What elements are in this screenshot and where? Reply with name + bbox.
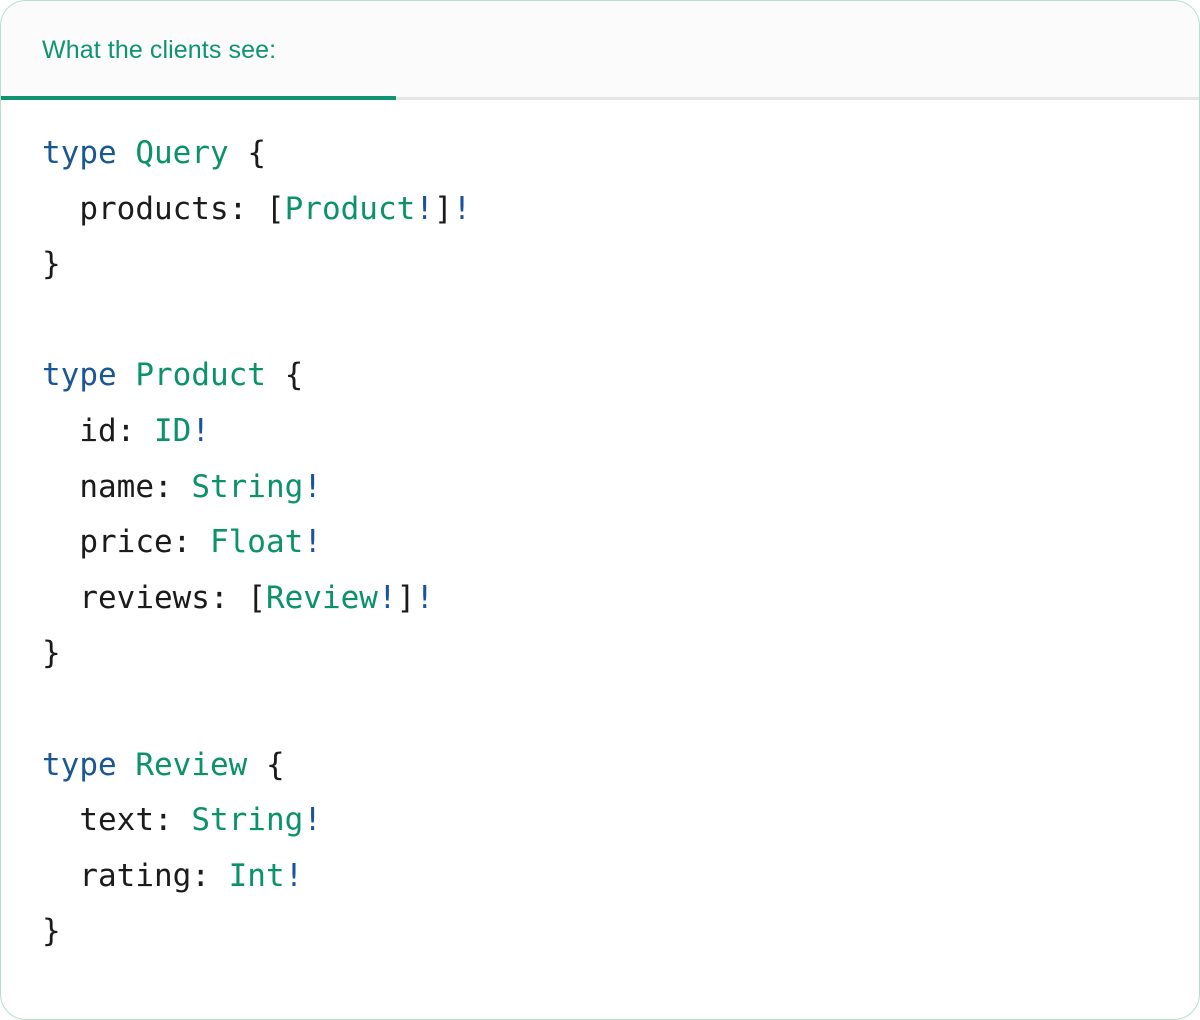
code-line: products: [Product!]! [42,182,1199,238]
code-token-pun [42,191,79,227]
code-token-pun [42,580,79,616]
code-token-ty: Float [209,524,304,561]
code-token-fld: rating [79,857,192,894]
code-token-pun: { [265,746,285,783]
code-token-fld: price [79,524,173,561]
code-line: price: Float! [42,515,1199,571]
code-token-bang: ! [284,857,304,894]
code-token-pun [42,802,79,838]
code-line [42,682,1199,738]
code-line: text: String! [42,793,1199,849]
tab-label: What the clients see: [42,36,277,64]
code-token-ty: Review [265,579,378,616]
code-line: reviews: [Review!]! [42,571,1199,627]
code-token-kw: type [42,135,117,171]
code-token-bang: ! [303,802,322,839]
code-token-ty: Product [135,357,266,394]
tab-bar: What the clients see: [1,1,1199,100]
code-token-pun: { [284,357,304,394]
code-token-pun [42,524,79,560]
code-line: type Product { [42,348,1199,404]
code-token-kw: type [42,357,117,394]
code-line: id: ID! [42,404,1199,460]
code-token-bang: ! [303,468,322,505]
code-token-pun [247,747,266,783]
code-token-ty: String [191,802,304,839]
code-token-bang: ! [452,190,472,227]
code-token-pun [42,413,79,449]
code-token-pun: : [153,802,192,839]
code-token-pun [42,469,79,505]
code-token-bang: ! [415,190,434,227]
code-token-pun: } [42,635,61,672]
code-token-ty: Product [284,190,416,227]
code-token-ty: ID [153,412,192,449]
code-token-pun: ] [396,579,416,616]
code-token-fld: id [79,412,117,449]
code-token-kw: type [42,746,117,783]
code-token-pun: : [228,190,266,227]
code-token-pun [117,357,136,393]
code-token-pun: [ [247,579,266,616]
code-token-pun: ] [433,190,453,227]
code-token-ty: Review [135,746,248,783]
code-line [42,293,1199,349]
code-token-ty: String [191,468,304,505]
code-token-fld: reviews [79,579,210,616]
code-token-bang: ! [377,579,397,616]
code-token-ty: Query [135,135,229,171]
code-token-ty: Int [228,857,285,894]
code-token-pun: { [247,135,266,171]
code-token-pun [117,747,136,783]
code-token-pun [42,858,79,894]
code-token-bang: ! [191,412,210,449]
code-token-pun: : [153,468,192,505]
tab-what-the-clients-see[interactable]: What the clients see: [1,1,396,100]
code-token-pun: : [191,857,229,894]
code-token-pun: } [42,913,61,950]
code-token-pun: [ [265,190,285,227]
code-line: } [42,904,1199,960]
code-token-bang: ! [303,524,322,561]
code-token-bang: ! [415,579,434,616]
code-line: name: String! [42,460,1199,516]
graphql-schema-code[interactable]: type Query { products: [Product!]!} type… [1,126,1199,960]
code-token-pun: } [42,246,61,283]
code-token-pun: : [116,412,154,449]
code-line: rating: Int! [42,849,1199,905]
code-line: type Query { [42,126,1199,182]
code-token-pun: : [172,524,210,561]
active-tab-underline [1,96,396,100]
code-token-pun [266,357,285,393]
code-token-fld: text [79,802,154,839]
code-token-pun: : [209,579,248,616]
code-line: type Review { [42,738,1199,794]
code-token-pun [117,135,136,171]
code-token-fld: products [79,190,229,227]
code-area: type Query { products: [Product!]!} type… [1,100,1199,960]
code-token-fld: name [79,468,154,505]
code-line: } [42,626,1199,682]
code-line: } [42,237,1199,293]
code-token-pun [229,135,248,171]
